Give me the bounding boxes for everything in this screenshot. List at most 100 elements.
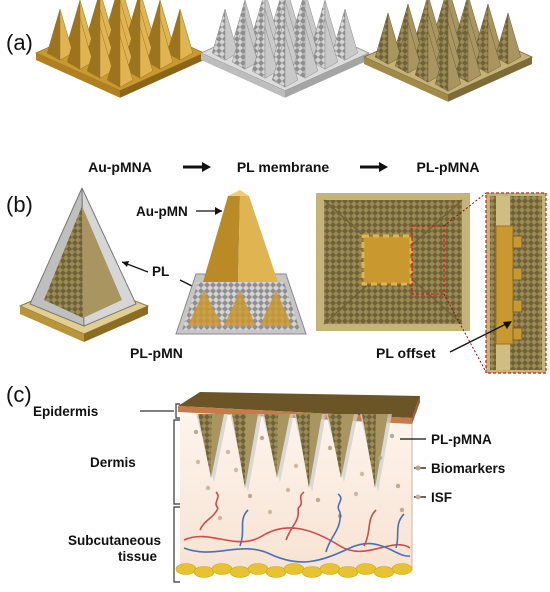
- needle-face: [211, 8, 226, 61]
- needle-face: [264, 26, 279, 79]
- needle-face: [224, 8, 239, 61]
- fat-cell: [319, 563, 341, 575]
- fat-cell: [247, 563, 269, 575]
- needle-face: [79, 17, 94, 70]
- needle-face: [304, 26, 319, 79]
- au-pmna-array: [35, 0, 205, 98]
- fat-cell: [175, 563, 197, 575]
- biomarker-dots: [193, 429, 405, 521]
- needle-face: [407, 21, 422, 74]
- needle-face: [179, 8, 194, 61]
- needle-face: [362, 414, 376, 488]
- pl-offset-zoom: [485, 192, 547, 374]
- blood-vessel: [239, 509, 249, 547]
- array-base-side: [120, 53, 204, 98]
- biomarker-dot: [217, 515, 223, 521]
- pl-membrane-array: [200, 0, 370, 98]
- fat-cell: [283, 563, 305, 575]
- biomarker-dot: [193, 429, 199, 435]
- needle-face: [244, 17, 259, 70]
- pl-offset-arrow-icon: [449, 321, 512, 353]
- tissue-label: tissue: [118, 549, 158, 564]
- biomarker-dot: [353, 491, 359, 497]
- needle-face: [46, 8, 61, 61]
- biomarker-dot: [285, 487, 291, 493]
- panel-a-label: (a): [6, 30, 33, 55]
- blood-vessel: [325, 511, 341, 553]
- fat-cell: [391, 563, 413, 575]
- needle-face: [139, 26, 154, 79]
- panel-c-label: (c): [6, 382, 32, 407]
- pl-pmna-in-skin: [196, 414, 392, 492]
- pl-offset-caption: PL offset: [376, 345, 436, 361]
- needle-face: [507, 12, 522, 65]
- needle-face: [375, 414, 388, 488]
- biomarker-dot: [247, 493, 253, 499]
- biomarker-dot: [377, 455, 383, 461]
- subcutaneous-fat: [175, 563, 413, 578]
- blood-vessel: [285, 507, 300, 541]
- array-base-side: [448, 57, 532, 102]
- fat-cell: [193, 566, 215, 578]
- blood-vessel: [215, 491, 219, 509]
- needle-face: [374, 12, 389, 65]
- array-base-side: [36, 53, 120, 98]
- biomarker-dot: [327, 445, 333, 451]
- isf-callout-dot: [415, 494, 421, 500]
- biomarker-dot: [395, 483, 401, 489]
- needle-face: [59, 8, 74, 61]
- biomarkers-label: Biomarkers: [431, 461, 505, 476]
- needle-face: [427, 30, 442, 83]
- needle-face: [264, 414, 278, 478]
- caption-pl-pmna: PL-pMNA: [417, 159, 480, 175]
- fat-cell: [301, 566, 323, 578]
- pl-label: PL: [152, 264, 169, 279]
- needle-face: [324, 17, 339, 70]
- needle-face: [159, 17, 174, 70]
- needle-face: [309, 414, 322, 488]
- biomarker-dot: [293, 463, 299, 469]
- array-base-side: [364, 57, 448, 102]
- biomarker-dot: [195, 459, 201, 465]
- isf-label: ISF: [431, 490, 452, 505]
- fat-cell: [265, 566, 287, 578]
- panel-b-label: (b): [6, 192, 33, 217]
- biomarker-dot: [205, 485, 211, 491]
- needle-face: [211, 414, 224, 478]
- blood-vessel: [395, 513, 405, 549]
- blood-vessel: [297, 491, 305, 509]
- epidermis-label: Epidermis: [33, 404, 98, 419]
- layer-brackets: [140, 403, 180, 583]
- fat-cell: [337, 566, 359, 578]
- blood-vessel: [183, 542, 411, 563]
- needle-face: [328, 414, 342, 478]
- needle-face: [344, 8, 359, 61]
- au-pmn-label: Au-pMN: [136, 204, 188, 219]
- needle-face: [387, 12, 402, 65]
- arrow-right-icon: [183, 162, 211, 172]
- biomarker-dot: [259, 435, 265, 441]
- needle-face: [277, 414, 290, 478]
- biomarker-dot: [359, 471, 365, 477]
- biomarker-dot: [233, 467, 239, 473]
- fat-cell: [211, 563, 233, 575]
- pl-pmn-needle: [18, 187, 150, 342]
- needle-face: [296, 414, 310, 488]
- biomarker-dot: [315, 497, 321, 503]
- blood-vessel: [199, 507, 219, 531]
- biomarker-dot: [267, 509, 273, 515]
- au-pmn-arrow-icon: [196, 207, 222, 215]
- pl-pmna-array: [363, 0, 533, 102]
- needle-face: [487, 21, 502, 74]
- arrow-right-icon: [360, 162, 388, 172]
- needle-face: [198, 414, 212, 478]
- needle-face: [245, 414, 258, 488]
- blood-vessel: [363, 509, 377, 547]
- blood-vessel-network: [183, 491, 411, 563]
- pl-pmn-top-view: [316, 193, 470, 331]
- au-pmn-cutaway: [175, 190, 307, 335]
- biomarker-dot: [225, 449, 231, 455]
- pl-pmn-caption: PL-pMN: [130, 345, 183, 361]
- pl-pmna-label: PL-pMNA: [431, 432, 492, 447]
